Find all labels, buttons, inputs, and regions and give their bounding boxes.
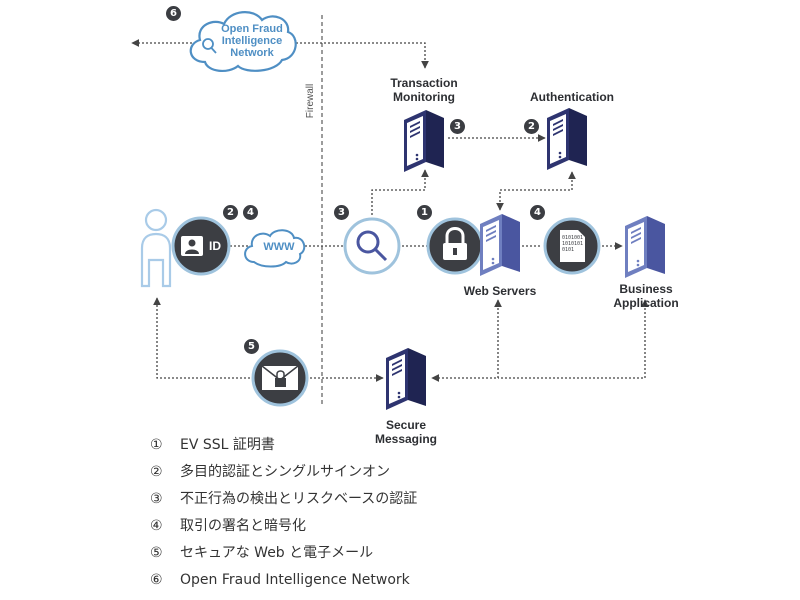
connector-search-transaction	[371, 169, 429, 215]
connector-user-mail	[153, 297, 250, 379]
encrypted-file-icon	[543, 217, 601, 275]
web-server-lock-icon	[426, 217, 484, 275]
web-server-icon	[480, 214, 520, 276]
badge-user-2: 2	[223, 205, 238, 220]
www-cloud	[244, 229, 306, 268]
authentication-server-icon	[547, 108, 587, 170]
authentication-label: Authentication	[530, 90, 614, 104]
transaction-server-icon	[404, 110, 444, 172]
badge-user-4: 4	[243, 205, 258, 220]
security-diagram: Open Fraud Intelligence Network Transact…	[131, 6, 679, 446]
user-icon	[140, 208, 172, 288]
secure-messaging-server-icon	[386, 348, 426, 410]
fraud-network-cloud	[189, 11, 297, 72]
badge-data-sign: 4	[530, 205, 545, 220]
secure-mail-icon	[251, 349, 309, 407]
web-servers-label: Web Servers	[463, 284, 537, 298]
id-label: ID	[209, 239, 221, 253]
id-card-icon	[171, 216, 231, 276]
firewall-label: Firewall	[304, 83, 316, 119]
business-application-label: Business Application	[613, 282, 679, 310]
transaction-monitoring-label: Transaction Monitoring	[390, 76, 458, 104]
badge-ssl: 1	[417, 205, 432, 220]
search-circle-icon	[343, 217, 401, 275]
connector-web-auth	[496, 171, 576, 211]
fraud-network-label: Open Fraud Intelligence Network	[221, 23, 283, 59]
business-server-icon	[625, 216, 665, 278]
badge-search: 3	[334, 205, 349, 220]
badge-transaction: 3	[450, 119, 465, 134]
badge-mail: 5	[244, 339, 259, 354]
file-binary-text: 0101001 1010101 0101	[562, 235, 584, 253]
connector-business-messaging	[498, 299, 649, 379]
secure-messaging-label: Secure Messaging	[374, 418, 437, 446]
connector-web-messaging	[431, 299, 502, 382]
badge-auth: 2	[524, 119, 539, 134]
badge-fraud: 6	[166, 6, 181, 21]
www-label: WWW	[263, 241, 295, 253]
connector-fraud-transaction	[292, 42, 429, 69]
cloud-search-icon	[202, 38, 217, 54]
